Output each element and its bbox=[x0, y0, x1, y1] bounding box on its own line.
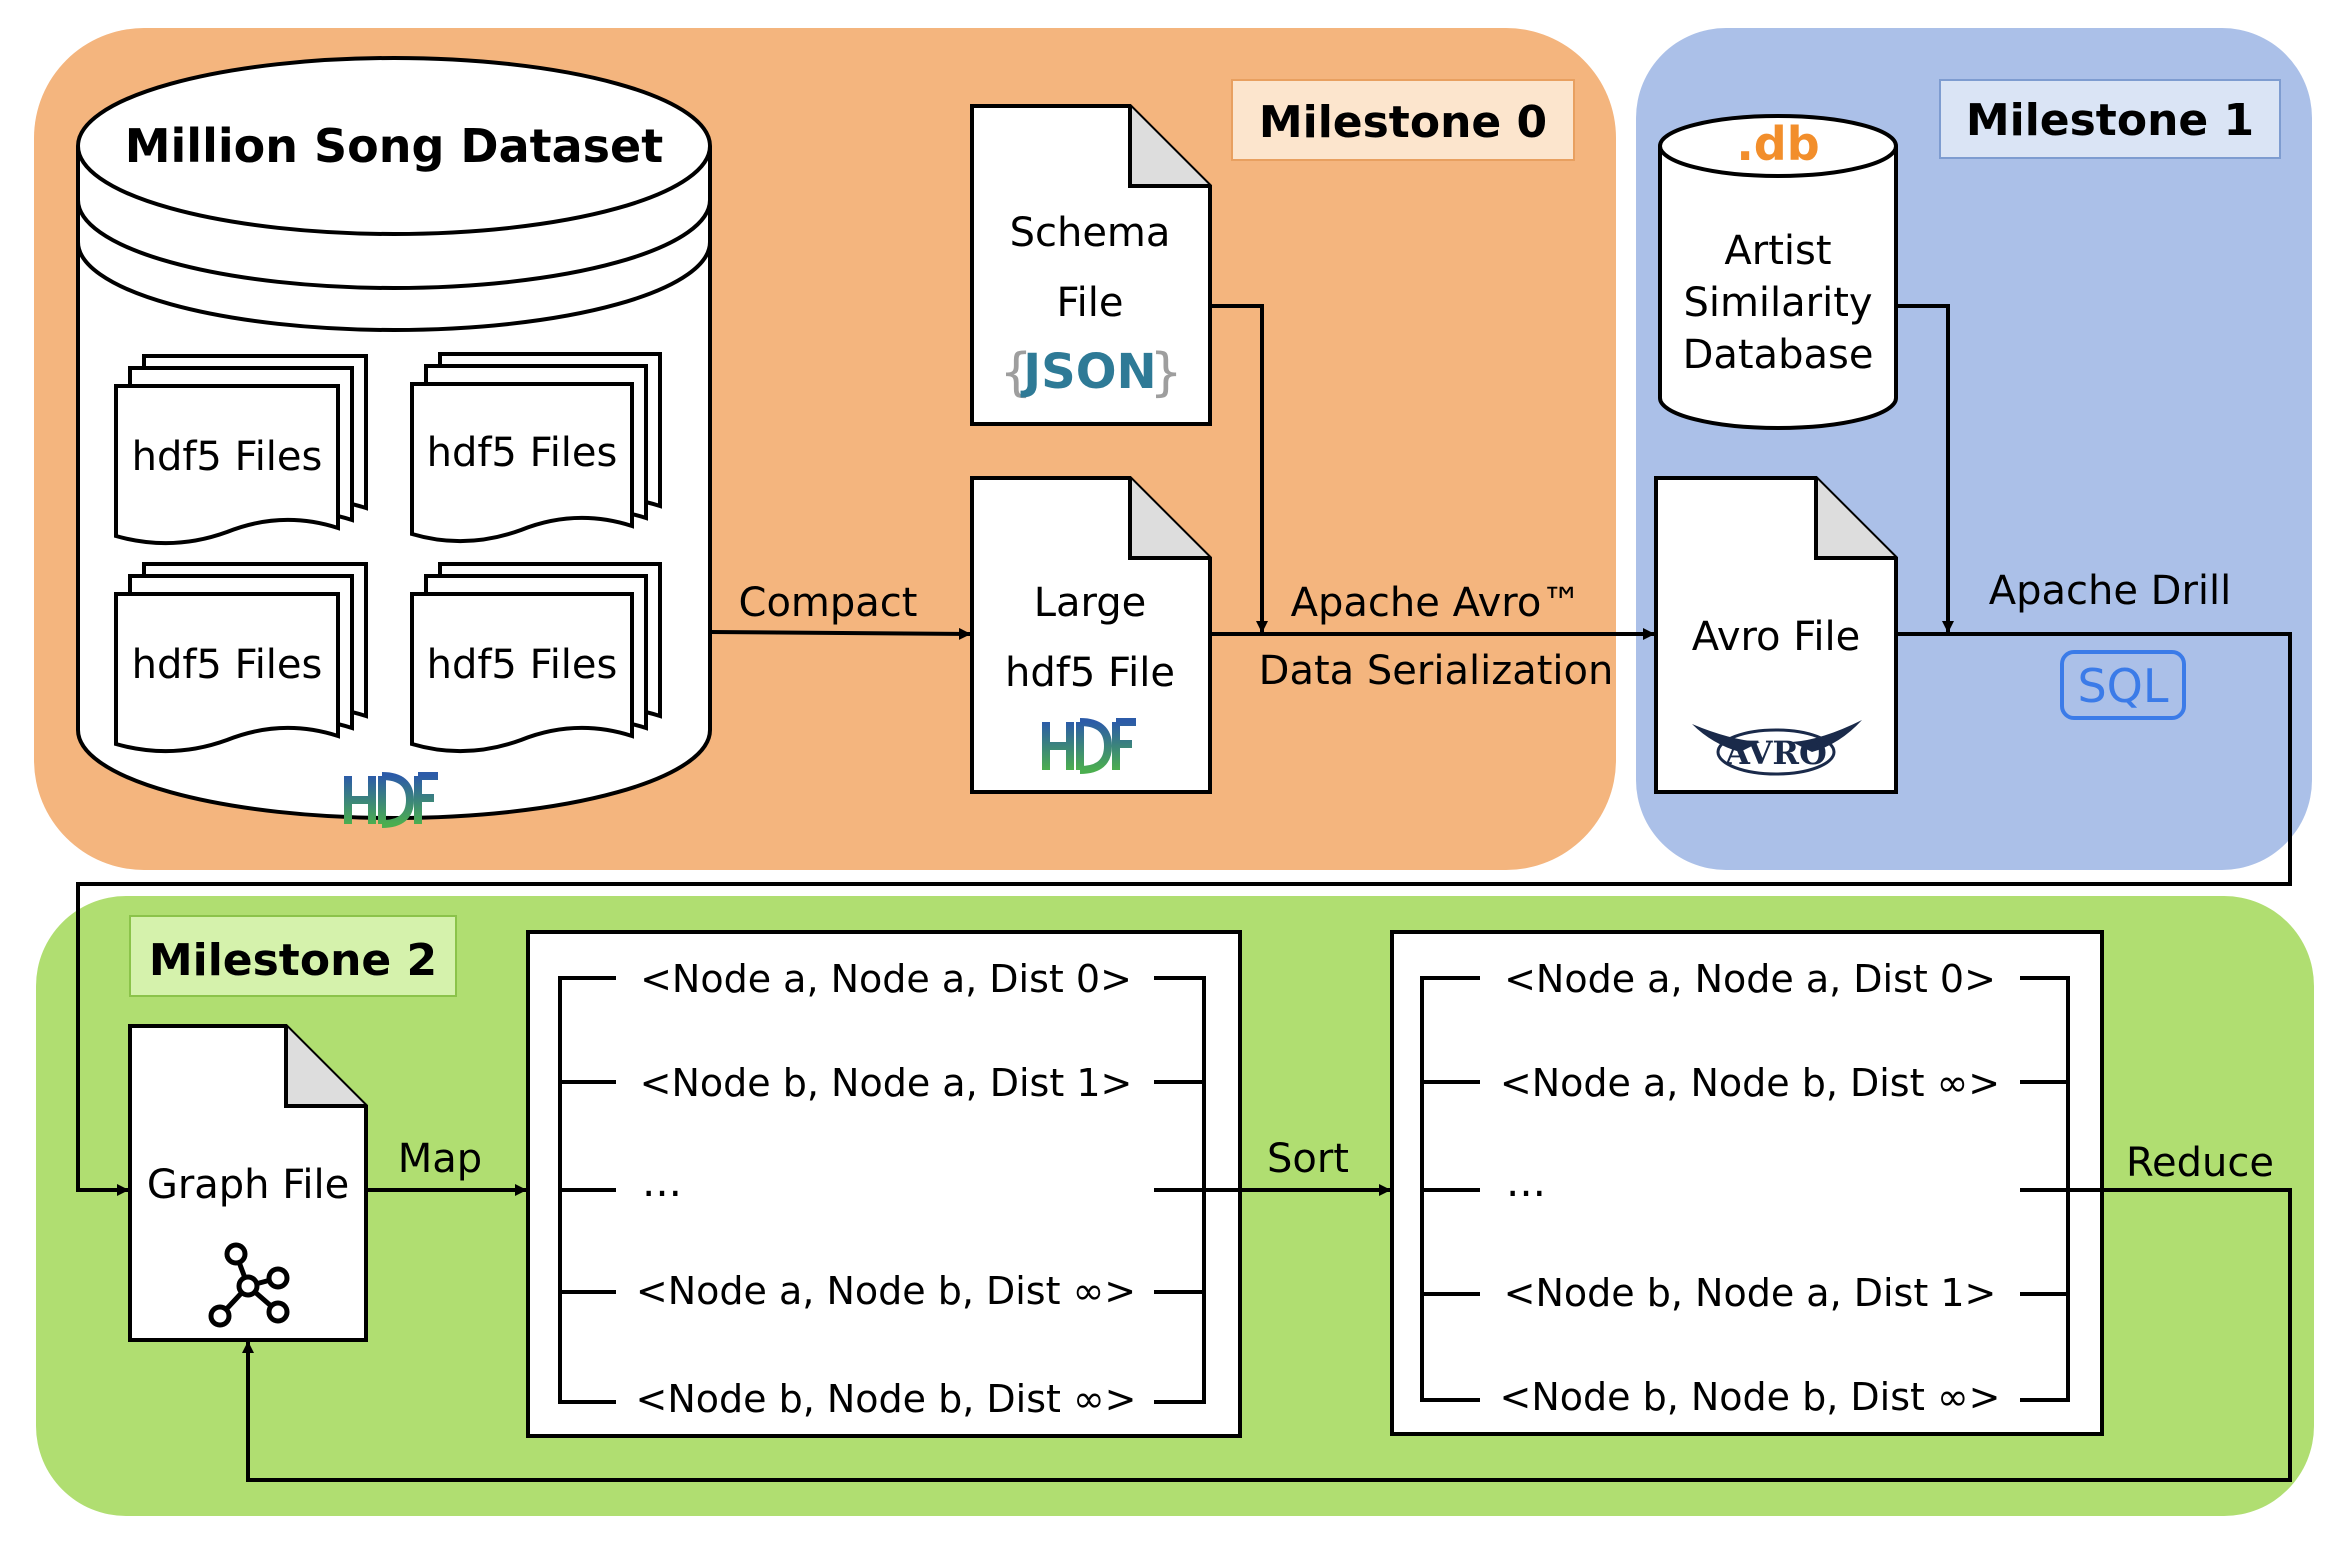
large-hdf5-file: Large hdf5 File bbox=[970, 476, 1212, 794]
hdf5-files-label: hdf5 Files bbox=[427, 430, 618, 476]
reduce-arrow bbox=[242, 1188, 2292, 1482]
db-line3: Database bbox=[1683, 332, 1874, 378]
milestone-2-label: Milestone 2 bbox=[149, 935, 437, 986]
map-output-row: <Node a, Node a, Dist 0> bbox=[640, 957, 1132, 1001]
hdf5-files-group-1: hdf5 Files bbox=[114, 354, 368, 546]
svg-text:JSON: JSON bbox=[1020, 344, 1156, 400]
large-file-line2: hdf5 File bbox=[1005, 650, 1175, 696]
milestone-0-badge: Milestone 0 bbox=[1231, 79, 1575, 161]
sql-icon: SQL bbox=[2060, 650, 2186, 720]
db-ext-label: .db bbox=[1736, 117, 1819, 171]
map-output-row: <Node b, Node b, Dist ∞> bbox=[636, 1377, 1137, 1421]
artist-similarity-database: .db Artist Similarity Database bbox=[1658, 114, 1898, 430]
hdf-logo-icon bbox=[344, 772, 438, 828]
hdf5-files-label: hdf5 Files bbox=[427, 642, 618, 688]
hdf-logo-icon bbox=[1042, 718, 1136, 774]
milestone-2-badge: Milestone 2 bbox=[129, 915, 457, 997]
svg-text:}: } bbox=[1149, 343, 1182, 403]
million-song-dataset: Million Song Dataset hdf5 Files hdf5 Fil… bbox=[76, 56, 712, 828]
compact-label: Compact bbox=[739, 580, 918, 626]
milestone-1-badge: Milestone 1 bbox=[1939, 79, 2281, 159]
compact-arrow bbox=[709, 627, 971, 640]
milestone-1-label: Milestone 1 bbox=[1966, 95, 2254, 146]
map-output-row: ... bbox=[642, 1157, 682, 1206]
schema-to-serialization-arrow bbox=[1210, 304, 1268, 633]
map-output-row: <Node a, Node b, Dist ∞> bbox=[636, 1269, 1136, 1313]
reduce-label: Reduce bbox=[2126, 1140, 2274, 1186]
schema-file-line1: Schema bbox=[1010, 210, 1171, 256]
hdf5-files-group-4: hdf5 Files bbox=[410, 562, 662, 754]
graph-file: Graph File bbox=[128, 1024, 368, 1342]
sort-output-row: <Node b, Node a, Dist 1> bbox=[1504, 1271, 1997, 1315]
avro-file: Avro File AVRO bbox=[1654, 476, 1898, 794]
avro-serialization-label: Apache Avro™ bbox=[1291, 580, 1582, 626]
sort-output-row: <Node a, Node a, Dist 0> bbox=[1504, 957, 1996, 1001]
apache-drill-label: Apache Drill bbox=[1989, 568, 2232, 614]
map-output-row: <Node b, Node a, Dist 1> bbox=[640, 1061, 1133, 1105]
data-serialization-label: Data Serialization bbox=[1259, 648, 1614, 694]
db-line1: Artist bbox=[1724, 228, 1831, 274]
hdf5-files-label: hdf5 Files bbox=[132, 434, 323, 480]
svg-text:{: { bbox=[999, 343, 1032, 403]
schema-file: Schema File { JSON } bbox=[970, 104, 1212, 426]
sort-output-row: <Node b, Node b, Dist ∞> bbox=[1500, 1375, 2001, 1419]
map-label: Map bbox=[398, 1136, 482, 1182]
dataset-title: Million Song Dataset bbox=[125, 119, 663, 173]
avro-logo-icon: AVRO bbox=[1692, 720, 1862, 776]
sort-output-row: ... bbox=[1506, 1157, 1546, 1206]
sort-output-box: <Node a, Node a, Dist 0> <Node a, Node b… bbox=[1390, 930, 2104, 1436]
sort-output-row: <Node a, Node b, Dist ∞> bbox=[1500, 1061, 2000, 1105]
drill-to-graph-arrow bbox=[76, 632, 2292, 1196]
avro-file-label: Avro File bbox=[1692, 614, 1860, 660]
sort-label: Sort bbox=[1267, 1136, 1349, 1182]
svg-text:AVRO: AVRO bbox=[1724, 734, 1827, 772]
graph-file-label: Graph File bbox=[147, 1162, 349, 1208]
milestone-0-label: Milestone 0 bbox=[1259, 97, 1547, 148]
graph-network-icon bbox=[208, 1242, 290, 1328]
map-output-box: <Node a, Node a, Dist 0> <Node b, Node a… bbox=[526, 930, 1242, 1438]
schema-file-line2: File bbox=[1057, 280, 1124, 326]
hdf5-files-label: hdf5 Files bbox=[132, 642, 323, 688]
db-to-drill-arrow bbox=[1896, 304, 1954, 633]
large-file-line1: Large bbox=[1034, 580, 1147, 626]
db-line2: Similarity bbox=[1683, 280, 1872, 326]
hdf5-files-group-2: hdf5 Files bbox=[410, 352, 662, 544]
json-icon: { JSON } bbox=[999, 343, 1182, 403]
hdf5-files-group-3: hdf5 Files bbox=[114, 562, 368, 754]
svg-text:SQL: SQL bbox=[2077, 659, 2168, 713]
